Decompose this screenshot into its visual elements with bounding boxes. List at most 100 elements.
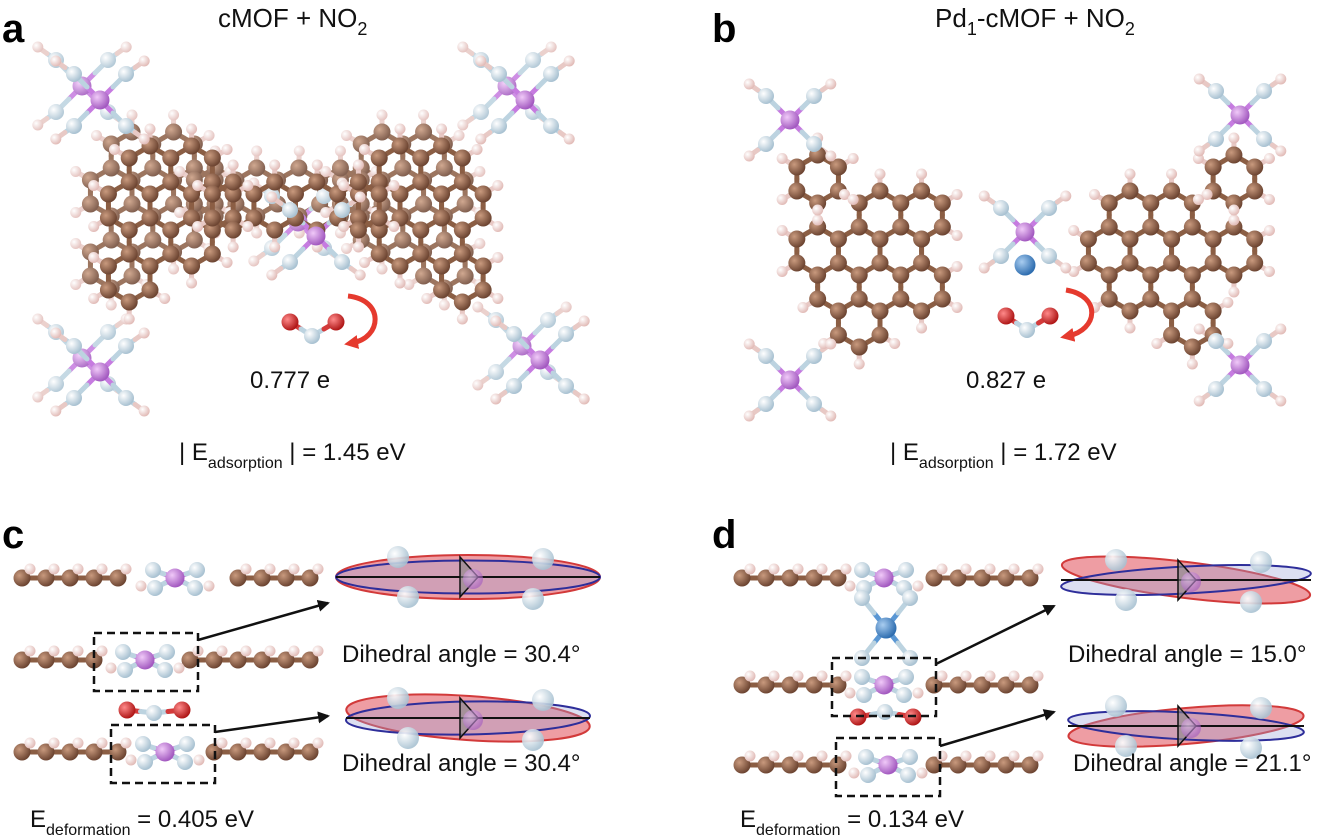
hydrogen-atom	[338, 221, 350, 232]
nitrogen-atom	[1105, 695, 1127, 717]
carbon-atom	[370, 173, 388, 191]
hydrogen-atom	[1228, 214, 1240, 226]
carbon-atom	[85, 569, 103, 587]
carbon-atom	[286, 185, 304, 203]
nitrogen-atom	[491, 66, 507, 82]
carbon-atom	[850, 290, 868, 308]
nitrogen-atom	[856, 687, 872, 703]
carbon-atom	[1204, 158, 1222, 176]
hydrogen-atom	[840, 670, 852, 682]
nitrogen-atom	[898, 562, 914, 578]
hydrogen-atom	[358, 257, 370, 268]
hydrogen-atom	[792, 750, 804, 762]
carbon-atom	[81, 195, 99, 213]
carbon-atom	[757, 676, 775, 694]
hydrogen-atom	[96, 737, 108, 749]
carbon-atom	[141, 209, 159, 227]
hydrogen-atom	[492, 252, 504, 263]
hydrogen-atom	[1275, 395, 1287, 407]
oxygen-atom	[281, 313, 299, 331]
carbon-atom	[253, 569, 271, 587]
carbon-atom	[433, 209, 451, 227]
carbon-atom	[37, 569, 55, 587]
hydrogen-atom	[193, 754, 205, 766]
nitrogen-atom	[157, 662, 173, 678]
carbon-atom	[433, 281, 451, 299]
nitrogen-atom	[304, 328, 320, 344]
panel-d-dashed-box-bottom	[834, 736, 942, 798]
pd-bridge	[854, 590, 918, 666]
carbon-atom	[949, 756, 967, 774]
hydrogen-atom	[135, 580, 147, 592]
hydrogen-atom	[138, 133, 150, 145]
hydrogen-atom	[792, 563, 804, 575]
hydrogen-atom	[1193, 145, 1205, 157]
hydrogen-atom	[248, 255, 260, 267]
hydrogen-atom	[242, 180, 254, 191]
carbon-atom	[1142, 266, 1160, 284]
carbon-atom	[805, 569, 823, 587]
carbon-atom	[144, 159, 162, 177]
carbon-atom	[277, 569, 295, 587]
carbon-atom	[453, 245, 471, 263]
hydrogen-atom	[216, 737, 228, 749]
carbon-atom	[102, 231, 120, 249]
hydrogen-atom	[88, 221, 100, 232]
nitrogen-atom	[506, 378, 522, 394]
hydrogen-atom	[264, 737, 276, 749]
hydrogen-atom	[251, 227, 263, 239]
hydrogen-atom	[88, 180, 100, 191]
hydrogen-atom	[453, 130, 465, 141]
nitrogen-atom	[806, 396, 822, 412]
nitrogen-atom	[806, 88, 822, 104]
carbon-atom	[308, 173, 326, 191]
carbon-atom	[203, 173, 221, 191]
hydrogen-atom	[1193, 323, 1205, 335]
carbon-atom	[349, 209, 367, 227]
oxygen-atom	[997, 307, 1015, 325]
nitrogen-atom	[806, 136, 822, 152]
hydrogen-atom	[48, 563, 60, 575]
carbon-atom	[120, 173, 138, 191]
nitrogen-atom	[48, 104, 64, 120]
nickel-atom	[780, 110, 800, 130]
panel-b-title: Pd1-cMOF + NO2	[935, 3, 1135, 39]
carbon-atom	[1100, 218, 1118, 236]
carbon-atom	[933, 266, 951, 284]
carbon-atom	[349, 173, 367, 191]
carbon-atom	[185, 231, 203, 249]
carbon-atom	[1121, 182, 1139, 200]
nitrogen-atom	[146, 705, 162, 721]
hydrogen-atom	[174, 207, 186, 218]
hydrogen-atom	[560, 301, 572, 313]
carbon-atom	[81, 267, 99, 285]
hydrogen-atom	[936, 750, 948, 762]
nitrogen-atom	[902, 590, 918, 606]
carbon-atom	[203, 149, 221, 167]
carbon-atom	[181, 651, 199, 669]
hydrogen-atom	[221, 257, 233, 268]
nitrogen-atom	[993, 200, 1009, 216]
hydrogen-atom	[320, 166, 332, 177]
hydrogen-atom	[320, 207, 332, 218]
hydrogen-atom	[816, 670, 828, 682]
carbon-atom	[301, 651, 319, 669]
hydrogen-atom	[743, 78, 755, 90]
hydrogen-atom	[792, 670, 804, 682]
hydrogen-atom	[847, 153, 859, 164]
hydrogen-atom	[105, 299, 117, 311]
hydrogen-atom	[889, 338, 901, 349]
dihedral-planes	[335, 546, 1312, 759]
nitrogen-atom	[1256, 83, 1272, 99]
carbon-atom	[224, 185, 242, 203]
nickel-atom	[1230, 105, 1250, 125]
hydrogen-atom	[1008, 750, 1020, 762]
nitrogen-atom	[1256, 333, 1272, 349]
hydrogen-atom	[173, 662, 185, 674]
hydrogen-atom	[269, 159, 281, 171]
hydrogen-atom	[123, 313, 135, 325]
carbon-atom	[805, 676, 823, 694]
carbon-atom	[412, 245, 430, 263]
nitrogen-atom	[66, 66, 82, 82]
hydrogen-atom	[1263, 153, 1275, 164]
